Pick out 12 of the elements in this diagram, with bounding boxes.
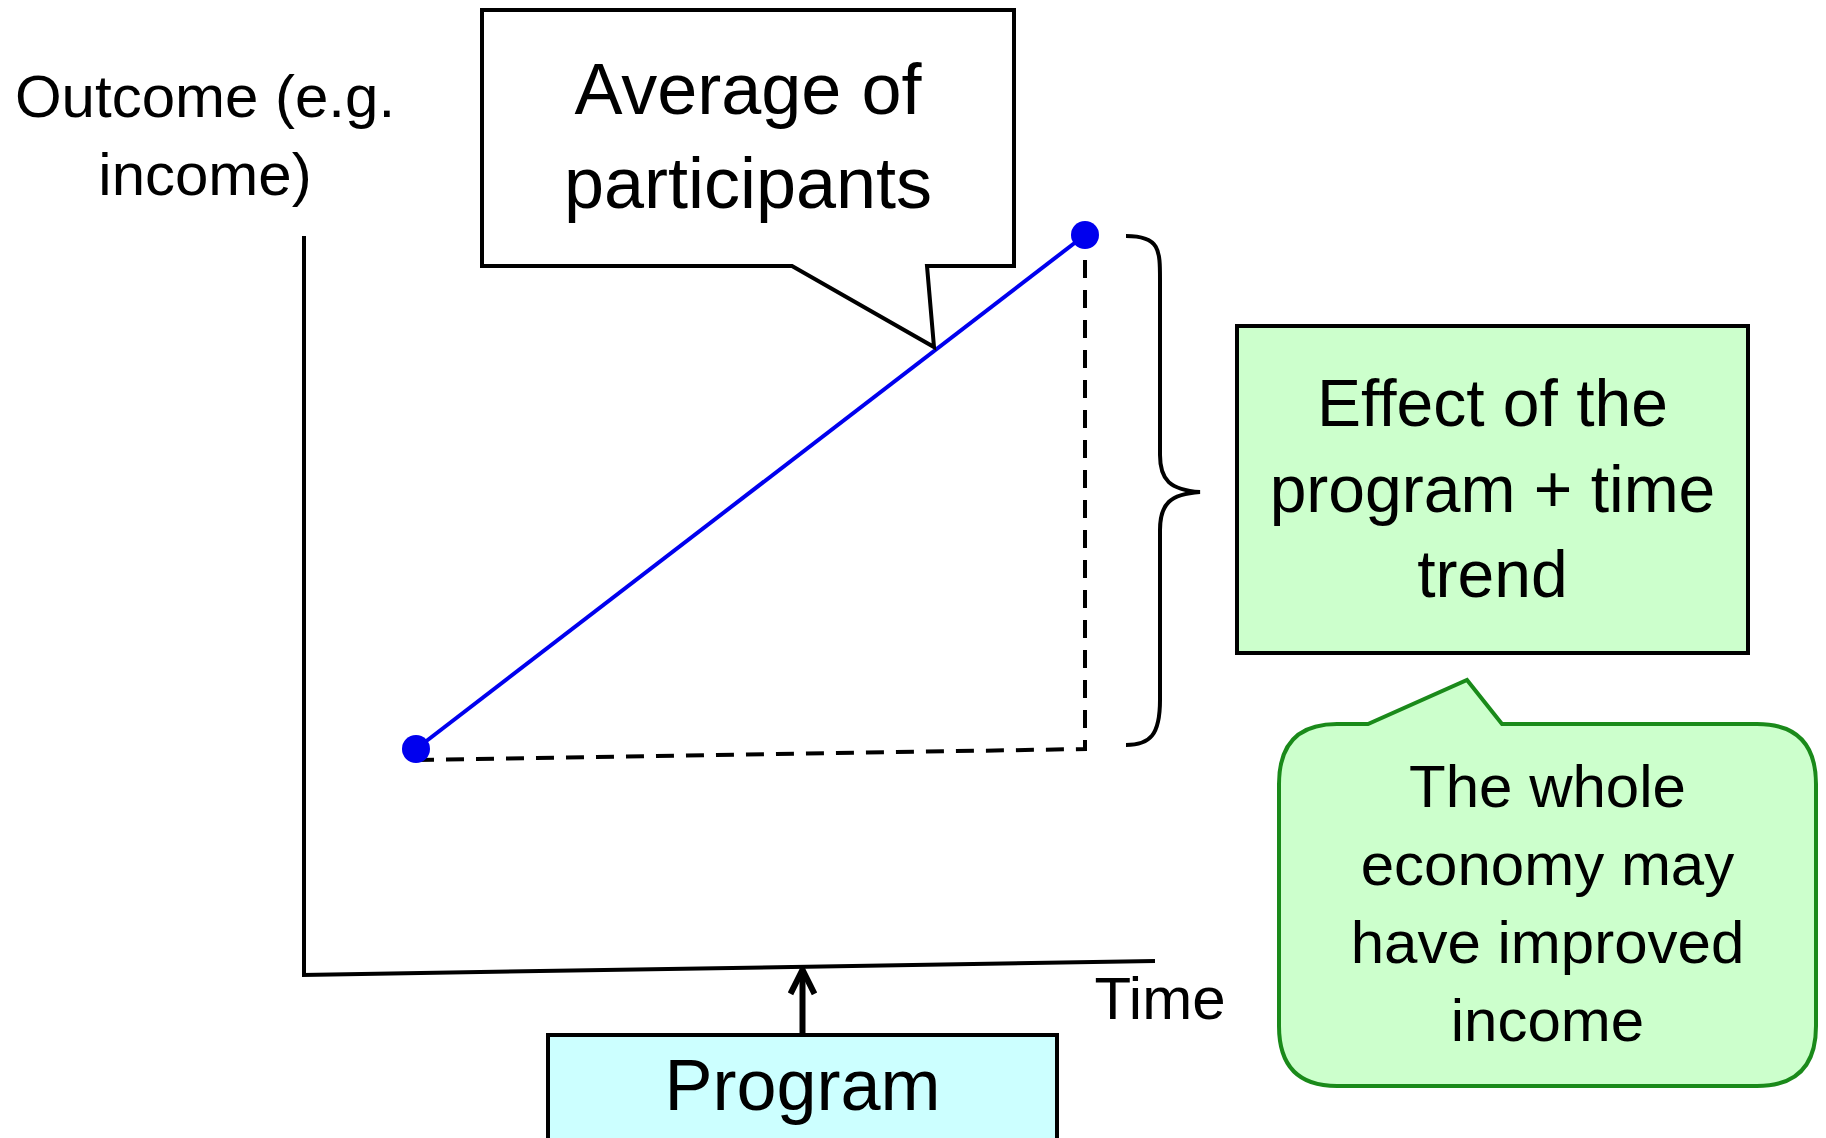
axis-label: Outcome (e.g. income) <box>13 62 397 210</box>
arrow <box>787 966 818 1033</box>
box-text: Average of participants <box>562 48 934 225</box>
x-axis <box>301 959 1156 977</box>
box-text: Program <box>663 1043 942 1127</box>
result-box <box>1235 324 1750 655</box>
process-box <box>546 1033 1059 1138</box>
box-text: The whole economy may have improved income <box>1349 752 1746 1056</box>
speech-bubble <box>480 8 1016 348</box>
box-text: Effect of the program + time trend <box>1268 364 1717 614</box>
speech-bubble <box>1277 678 1818 1088</box>
axis-label: Time <box>1093 964 1227 1034</box>
